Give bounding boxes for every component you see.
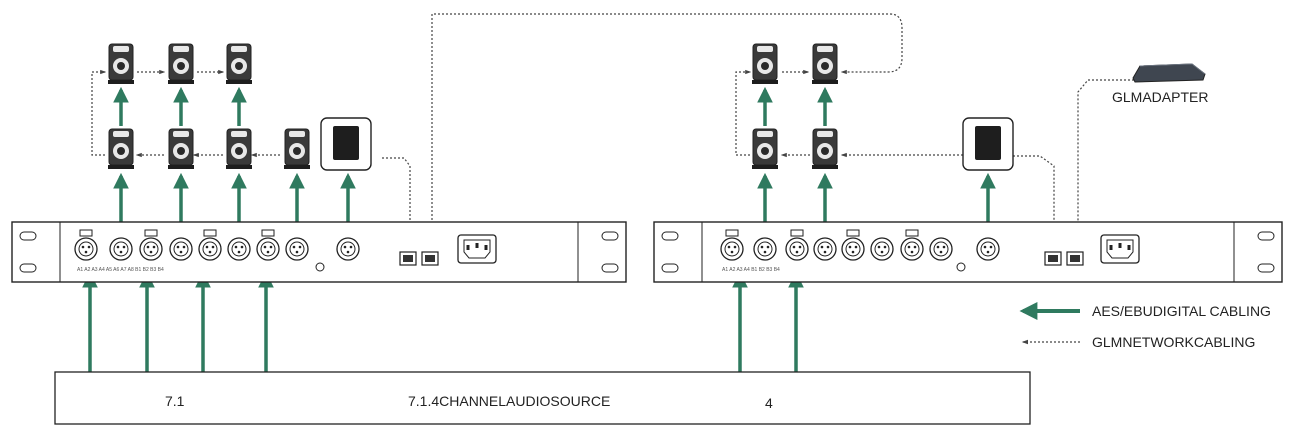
speaker-icon (812, 43, 838, 84)
network-cable (431, 13, 903, 252)
xlr-connector-icon (929, 237, 953, 261)
xlr-connector-icon (109, 237, 133, 261)
xlr-connector-icon (900, 229, 924, 261)
rack-port-labels: A1 A2 A3 A4 B1 B2 B3 B4 (722, 267, 780, 273)
rj45-port-icon (1066, 251, 1084, 266)
glm-adapter-label: GLMADAPTER (1112, 89, 1208, 105)
xlr-connector-icon (198, 229, 222, 261)
glm-adapter-icon (1132, 63, 1206, 83)
xlr-connector-icon (336, 237, 360, 261)
source-group-4-label: 4 (765, 395, 773, 411)
speaker-icon (108, 43, 134, 84)
network-cable (91, 69, 107, 156)
speaker-icon (108, 128, 134, 169)
speaker-icon (168, 43, 194, 84)
speaker-icon (284, 128, 310, 169)
rack-interface-unit (11, 221, 627, 283)
source-box-title: 7.1.4CHANNELAUDIOSOURCE (408, 393, 610, 409)
glm-controller-icon (962, 117, 1014, 171)
xlr-connector-icon (256, 229, 280, 261)
legend: AES/EBUDIGITAL CABLING GLMNETWORKCABLING (1019, 302, 1271, 350)
network-cable (1013, 155, 1055, 250)
xlr-connector-icon (976, 237, 1000, 261)
speaker-icon (168, 128, 194, 169)
speaker-icon (226, 128, 252, 169)
xlr-connector-icon (753, 237, 777, 261)
rack-interface-unit (653, 221, 1283, 283)
network-cable (735, 69, 752, 156)
devices-layer: A1 A2 A3 A4 A5 A6 A7 A8 B1 B2 B3 B4 A1 A2… (11, 43, 1283, 283)
rj45-port-icon (399, 251, 417, 266)
network-cable (1077, 79, 1138, 250)
power-inlet-icon (457, 234, 497, 264)
network-cable (382, 157, 411, 250)
legend-aes-label: AES/EBUDIGITAL CABLING (1092, 303, 1271, 319)
rack-port-labels: A1 A2 A3 A4 A5 A6 A7 A8 B1 B2 B3 B4 (77, 267, 164, 273)
xlr-connector-icon (813, 237, 837, 261)
speaker-icon (812, 128, 838, 169)
rj45-port-icon (1044, 251, 1062, 266)
rj45-port-icon (421, 251, 439, 266)
legend-network-label: GLMNETWORKCABLING (1092, 334, 1255, 350)
power-inlet-icon (1100, 234, 1140, 264)
speaker-icon (752, 128, 778, 169)
xlr-connector-icon (169, 237, 193, 261)
xlr-connector-icon (139, 229, 163, 261)
xlr-connector-icon (720, 229, 744, 261)
screw-hole (956, 262, 966, 272)
speaker-icon (226, 43, 252, 84)
aes-cabling-layer (82, 86, 996, 372)
xlr-connector-icon (841, 229, 865, 261)
audio-source-box: 7.1 7.1.4CHANNELAUDIOSOURCE 4 (54, 371, 1031, 425)
xlr-connector-icon (74, 229, 98, 261)
screw-hole (315, 262, 325, 272)
xlr-connector-icon (285, 237, 309, 261)
source-group-71-label: 7.1 (165, 393, 185, 409)
glm-controller-icon (320, 117, 372, 171)
speaker-icon (752, 43, 778, 84)
network-cabling-layer (91, 13, 1138, 252)
xlr-connector-icon (870, 237, 894, 261)
xlr-connector-icon (227, 237, 251, 261)
xlr-connector-icon (785, 229, 809, 261)
